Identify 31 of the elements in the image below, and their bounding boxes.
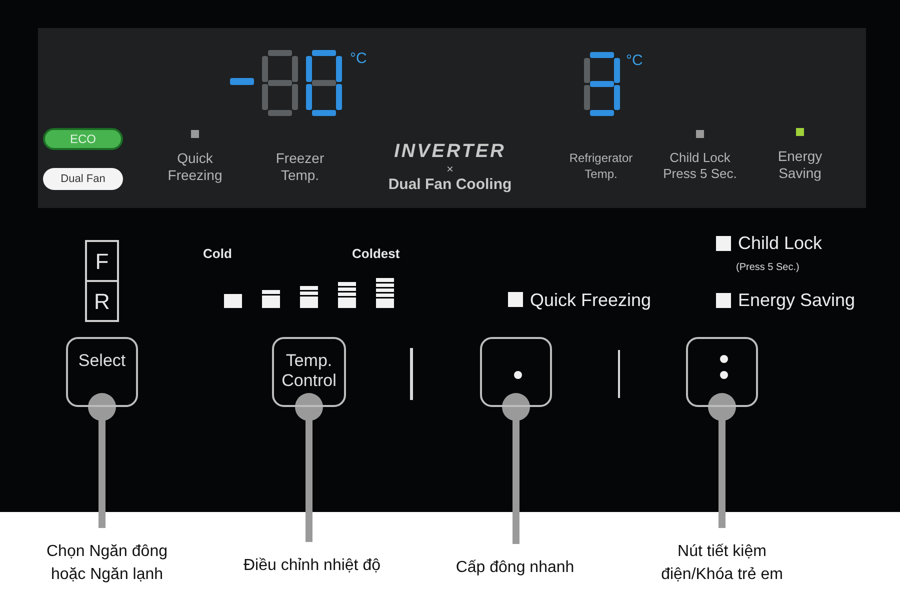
mode-badge: ECO (43, 128, 123, 150)
leader-line (502, 393, 530, 544)
unit-label: °C (626, 51, 644, 71)
mode-badge: Dual Fan (43, 168, 123, 190)
scale-label: Cold (203, 245, 233, 263)
symbol-label: × (445, 163, 454, 175)
indicator-label: Energy Saving (776, 148, 824, 182)
callout-text: Chọn Ngăn đông hoặc Ngăn lạnh (37, 540, 177, 586)
callout-text: Cấp đông nhanh (425, 556, 605, 580)
touch-button: Select (66, 337, 138, 407)
indicator-label: Quick Freezing (166, 150, 224, 184)
leader-line (88, 393, 116, 528)
indicator-label: Child Lock Press 5 Sec. (662, 150, 738, 182)
touch-button (480, 337, 552, 407)
touch-button (686, 337, 758, 407)
feature-label: INVERTER (393, 140, 507, 164)
touch-button: Temp. Control (272, 337, 346, 407)
callout-text: Điều chỉnh nhiệt độ (222, 554, 402, 578)
indicator-label: Refrigerator Temp. (568, 150, 634, 182)
indicator-label: Child Lock (738, 232, 824, 255)
note-label: (Press 5 Sec.) (736, 261, 800, 275)
leader-line (708, 393, 736, 528)
scale-label: Coldest (352, 245, 401, 263)
unit-label: °C (350, 49, 368, 69)
indicator-label: Energy Saving (738, 289, 856, 312)
leader-line (295, 393, 323, 542)
feature-label: Dual Fan Cooling (387, 175, 513, 195)
callout-text: Nút tiết kiệm điện/Khóa trẻ em (652, 540, 792, 586)
indicator-label: Quick Freezing (530, 289, 652, 312)
indicator-label: Freezer Temp. (274, 150, 326, 184)
compartment-indicator: F R (85, 240, 119, 322)
